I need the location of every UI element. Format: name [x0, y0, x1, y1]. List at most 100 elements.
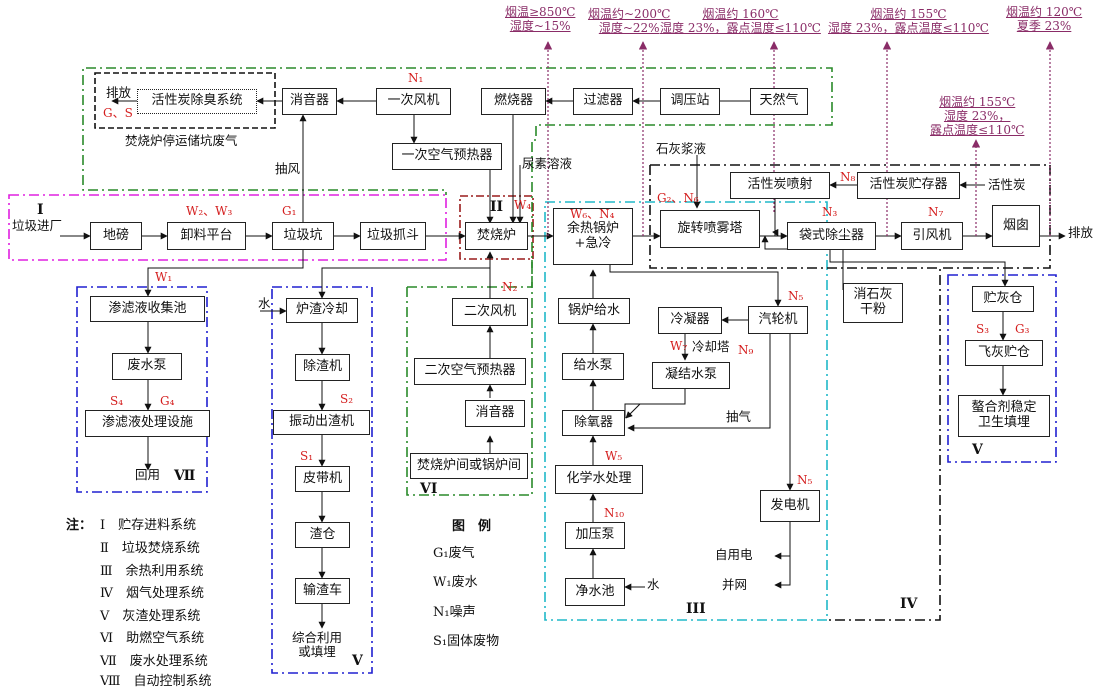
gs-label: G、S: [103, 106, 133, 120]
note-item-4: Ⅳ 烟气处理系统: [100, 586, 204, 601]
fadianji-box: 发电机: [760, 490, 820, 522]
note-item-7: Ⅶ 废水处理系统: [100, 654, 208, 669]
ziyongdian-text: 自用电: [715, 547, 753, 562]
system-label-III: III: [686, 601, 706, 617]
jingshui-box: 净水池: [565, 578, 625, 606]
xieliao-box: 卸料平台: [167, 222, 246, 250]
label-N5b: N₅: [797, 473, 813, 487]
shuzha-box: 输渣车: [295, 578, 350, 604]
label-N8: N₈: [840, 170, 856, 184]
guolvqi-box: 过滤器: [573, 88, 633, 115]
label-N1: N₁: [408, 71, 424, 85]
yici-fengji-box: 一次风机: [376, 88, 451, 115]
system-VII-frame: [76, 286, 208, 493]
legend-title: 图 例: [452, 519, 492, 534]
note-item-8: Ⅷ 自动控制系统: [100, 674, 212, 689]
xuanzhuan-box: 旋转喷雾塔: [660, 210, 760, 248]
huoxingtan-text: 活性炭: [988, 177, 1026, 192]
erci-fengji-box: 二次风机: [452, 298, 528, 326]
yici-yure-box: 一次空气预热器: [392, 143, 502, 170]
lengning-box: 冷凝器: [658, 307, 722, 334]
zhuadou-box: 垃圾抓斗: [360, 222, 426, 250]
zhuihui-box: 贮灰仓: [972, 286, 1034, 312]
label-W4: W₄: [514, 198, 532, 212]
system-III-frame: [544, 201, 828, 621]
qilunji-box: 汽轮机: [748, 306, 808, 334]
lujian-box: 焚烧炉间或锅炉间: [410, 453, 528, 479]
geishui-beng-box: 给水泵: [562, 353, 624, 380]
legend-item-gas: G₁废气: [433, 546, 475, 561]
legend-item-noise: N₁噪声: [433, 605, 476, 620]
xiaoyin2-box: 消音器: [465, 400, 525, 427]
label-W7: W₇: [670, 339, 688, 353]
note-item-1: Ⅰ 贮存进料系统: [100, 518, 197, 533]
system-I-frame: [8, 194, 447, 261]
note-item-6: Ⅵ 助燃空气系统: [100, 631, 205, 646]
zhendong-box: 振动出渣机: [273, 410, 370, 435]
xiaoyinqi-box: 消音器: [282, 88, 337, 115]
tiaoya-box: 调压站: [660, 88, 720, 115]
jiaya-box: 加压泵: [565, 522, 625, 549]
xiaoshihui-box: 消石灰 干粉: [843, 283, 903, 323]
system-label-V-right: V: [972, 442, 983, 458]
tingyun-text: 焚烧炉停运储坑废气: [125, 133, 238, 148]
system-II-frame: [459, 195, 534, 260]
erci-yure-box: 二次空气预热器: [414, 358, 526, 385]
huiyong-text: 回用: [135, 467, 161, 482]
system-IV-frame: [650, 164, 1051, 621]
yancong-box: 烟囱: [992, 205, 1040, 247]
luzha-lengque-box: 炉渣冷却: [286, 298, 358, 323]
shihui-jiang-text: 石灰浆液: [656, 141, 707, 156]
label-W1: W₁: [155, 270, 173, 284]
label-N5a: N₅: [788, 289, 804, 303]
label-S4: S₄: [110, 394, 124, 408]
system-label-VI: VI: [420, 481, 438, 497]
label-W2W3: W₂、W₃: [186, 204, 233, 218]
note-item-5: Ⅴ 灰渣处理系统: [100, 609, 201, 624]
system-label-II: II: [490, 199, 504, 215]
laji-jinchang-text: 垃圾进厂: [12, 218, 63, 233]
zhacang-box: 渣仓: [295, 522, 350, 548]
label-G1: G₁: [282, 204, 297, 218]
niaosu-text: 尿素溶液: [522, 156, 573, 171]
shui1-text: 水: [258, 296, 271, 311]
guolu-geishui-box: 锅炉给水: [558, 298, 630, 324]
pidai-box: 皮带机: [295, 466, 350, 492]
label-S1: S₁: [300, 449, 314, 463]
fenshaolu-box: 焚烧炉: [465, 222, 528, 250]
paifang-left-text: 排放: [106, 85, 132, 100]
feihui-box: 飞灰贮仓: [965, 340, 1043, 366]
feishui-beng-box: 废水泵: [112, 353, 182, 380]
huaxue-box: 化学水处理: [555, 465, 643, 494]
label-S3: S₃: [976, 322, 990, 336]
dibang-box: 地磅: [90, 222, 142, 250]
label-G2N6: G₂、N₆: [657, 191, 699, 205]
label-G3: G₃: [1015, 322, 1030, 336]
system-label-IV: IV: [900, 596, 918, 612]
notes-head: 注：: [66, 518, 93, 533]
aohe-box: 螯合剂稳定 卫生填埋: [958, 395, 1050, 437]
tianranqi-box: 天然气: [750, 88, 808, 115]
choufeng-text: 抽风: [275, 161, 301, 176]
shentou-chuli-box: 渗滤液处理设施: [85, 410, 210, 437]
label-N9: N₉: [738, 343, 754, 357]
shui2-text: 水: [647, 577, 660, 592]
system-label-V-left: V: [352, 653, 363, 669]
daishi-box: 袋式除尘器: [787, 222, 876, 250]
yure-box: 余热锅炉 +急冷: [553, 208, 633, 265]
system-label-VII: Ⅶ: [174, 468, 196, 484]
label-N3: N₃: [822, 205, 838, 219]
label-N10: N₁₀: [604, 506, 625, 520]
huoxingtan-penshe-box: 活性炭喷射: [730, 172, 830, 199]
legend-item-water: W₁废水: [433, 575, 478, 590]
note-item-2: Ⅱ 垃圾焚烧系统: [100, 541, 200, 556]
system-V-right-frame: [947, 274, 1057, 463]
label-W5: W₅: [605, 449, 623, 463]
label-N2: N₂: [502, 280, 518, 294]
note-item-3: Ⅲ 余热利用系统: [100, 564, 204, 579]
